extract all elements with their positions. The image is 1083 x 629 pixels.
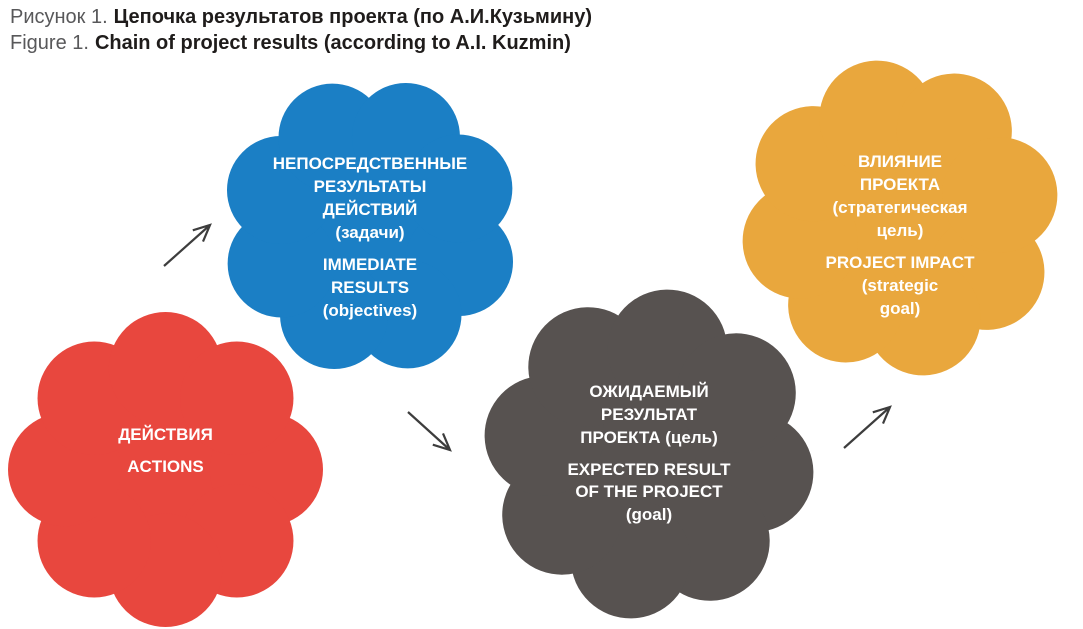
- arrow-actions-to-immediate-icon: [163, 223, 212, 267]
- node-expected-result-text-ru: ОЖИДАЕМЫЙ РЕЗУЛЬТАТ ПРОЕКТА (цель): [580, 381, 718, 447]
- node-immediate-results-text-en: IMMEDIATE RESULTS (objectives): [322, 254, 418, 320]
- node-actions-text-ru: ДЕЙСТВИЯ: [118, 425, 213, 445]
- node-project-impact-text-en: PROJECT IMPACT (strategic goal): [825, 252, 975, 318]
- node-actions-label: ДЕЙСТВИЯ ACTIONS: [8, 294, 323, 609]
- arrow-immediate-to-expected-icon: [407, 411, 452, 452]
- node-immediate-results-label: НЕПОСРЕДСТВЕННЫЕ РЕЗУЛЬТАТЫ ДЕЙСТВИЙ (за…: [220, 88, 520, 388]
- figure-number-en: Figure 1.: [10, 32, 89, 54]
- node-project-impact-text-ru: ВЛИЯНИЕ ПРОЕКТА (стратегическая цель): [832, 152, 968, 241]
- figure-caption-ru: Рисунок 1.Цепочка результатов проекта (п…: [10, 4, 592, 30]
- node-expected-result-label: ОЖИДАЕМЫЙ РЕЗУЛЬТАТ ПРОЕКТА (цель) EXPEC…: [483, 288, 815, 620]
- node-actions: ДЕЙСТВИЯ ACTIONS: [8, 312, 323, 627]
- node-immediate-results-text-ru: НЕПОСРЕДСТВЕННЫЕ РЕЗУЛЬТАТЫ ДЕЙСТВИЙ (за…: [272, 154, 468, 243]
- node-actions-text-en: ACTIONS: [127, 457, 204, 476]
- node-immediate-results: НЕПОСРЕДСТВЕННЫЕ РЕЗУЛЬТАТЫ ДЕЙСТВИЙ (за…: [220, 76, 520, 376]
- node-expected-result-text-en: EXPECTED RESULT OF THE PROJECT (goal): [567, 459, 731, 525]
- figure-caption-en: Figure 1.Chain of project results (accor…: [10, 30, 592, 56]
- figure-number-ru: Рисунок 1.: [10, 6, 108, 28]
- node-project-impact: ВЛИЯНИЕ ПРОЕКТА (стратегическая цель) PR…: [740, 58, 1060, 378]
- figure-title-ru: Цепочка результатов проекта (по А.И.Кузь…: [113, 6, 592, 28]
- figure-caption: Рисунок 1.Цепочка результатов проекта (п…: [10, 4, 592, 56]
- node-expected-result: ОЖИДАЕМЫЙ РЕЗУЛЬТАТ ПРОЕКТА (цель) EXPEC…: [483, 288, 815, 620]
- arrow-expected-to-impact-icon: [843, 405, 892, 449]
- node-project-impact-label: ВЛИЯНИЕ ПРОЕКТА (стратегическая цель) PR…: [740, 76, 1060, 396]
- figure-title-en: Chain of project results (according to A…: [94, 32, 571, 54]
